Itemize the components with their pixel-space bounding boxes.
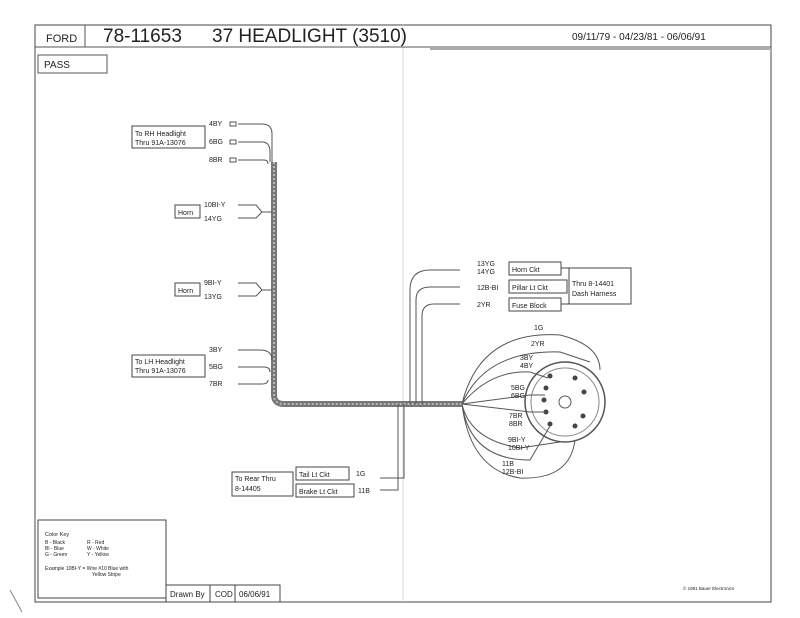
lh-headlight-box [131, 354, 206, 378]
color-key-title: Color Key [45, 532, 69, 538]
section-label: PASS [44, 60, 70, 71]
switch-wire-by-2: 4BY [520, 363, 534, 370]
switch-wire-bly-2: 10BI-Y [508, 445, 530, 452]
tail-ckt-label: Tail Lt Ckt [299, 472, 330, 479]
right-wire-pillar: 12B-BI [477, 285, 498, 292]
color-key-r2c1: Bl - Blue [45, 546, 64, 552]
revision-dates: 09/11/79 - 04/23/81 - 06/06/91 [572, 32, 706, 43]
tail-wire: 1G [356, 471, 365, 478]
harness-trunk [271, 162, 462, 407]
copyright: © 1991 Bauer Electronics [683, 585, 735, 591]
color-key-r1c2: R - Red [87, 540, 104, 546]
brake-ckt-box [295, 483, 355, 498]
horn-lower-wires [238, 282, 272, 297]
color-key-r3c2: Y - Yellow [87, 552, 109, 558]
harness-trunk-core [273, 162, 462, 405]
switch-wire-bly-1: 9BI-Y [508, 437, 526, 444]
pillar-ckt-label: Pillar Lt Ckt [512, 285, 548, 292]
switch-wire-br-2: 8BR [509, 421, 523, 428]
horn-lower-box [174, 282, 201, 297]
horn-lower-wire-2: 13YG [204, 294, 222, 301]
dash-harness-label: Dash Harness [572, 291, 617, 298]
margin-mark [9, 589, 23, 613]
switch-wire-by-1: 3BY [520, 355, 534, 362]
dash-harness-thru: Thru 8-14401 [572, 281, 614, 288]
rear-label: To Rear Thru [235, 476, 276, 483]
color-key-box [37, 519, 167, 599]
rear-box [231, 471, 294, 497]
right-fanout-wires [380, 269, 460, 491]
switch-wire-br-1: 7BR [509, 413, 523, 420]
tail-ckt-box [295, 466, 350, 481]
rh-headlight-label: To RH Headlight [135, 131, 186, 138]
horn-upper-label: Horn [178, 210, 193, 217]
fuse-block-label: Fuse Block [512, 303, 547, 310]
dash-harness-box [568, 267, 632, 305]
color-key-example: Example 10BI-Y = Wire #10 Blue with [45, 566, 129, 572]
make-label: FORD [46, 33, 77, 45]
color-key-r1c1: B - Black [45, 540, 66, 546]
switch-wire-b-2: 12B-BI [502, 469, 523, 476]
color-key-example-2: Yellow Stripe [92, 572, 121, 578]
brake-ckt-label: Brake Lt Ckt [299, 489, 338, 496]
dash-bracket [561, 267, 570, 305]
color-key-r2c2: W - White [87, 546, 109, 552]
rh-wires [238, 123, 273, 165]
switch-wire-b-1: 11B [502, 461, 514, 468]
switch-wire-bg-2: 6BG [511, 393, 525, 400]
headlight-switch [524, 361, 606, 443]
switch-wire-bg-1: 5BG [511, 385, 525, 392]
rh-connectors [229, 121, 237, 163]
right-wire-13yg: 13YG [477, 261, 495, 268]
rh-wire-3: 8BR [209, 157, 223, 164]
horn-ckt-label: Horn Ckt [512, 267, 540, 274]
lh-wires [238, 349, 273, 385]
horn-upper-wire-2: 14YG [204, 216, 222, 223]
lh-wire-1: 3BY [209, 347, 223, 354]
rh-wire-2: 6BG [209, 139, 223, 146]
switch-wire-ig: 1G [534, 325, 543, 332]
right-wire-14yg: 14YG [477, 269, 495, 276]
lh-headlight-label: To LH Headlight [135, 359, 185, 366]
horn-upper-box [174, 204, 201, 219]
drawn-by-date: 06/06/91 [239, 590, 271, 599]
rear-thru: 8-14405 [235, 486, 261, 493]
section-tab [37, 54, 108, 74]
lh-wire-3: 7BR [209, 381, 223, 388]
lh-wire-2: 5BG [209, 364, 223, 371]
rh-headlight-thru: Thru 91A-13076 [135, 140, 186, 147]
color-key-r3c1: G - Green [45, 552, 67, 558]
diagram-title: 37 HEADLIGHT (3510) [212, 26, 407, 47]
lh-headlight-thru: Thru 91A-13076 [135, 368, 186, 375]
drawn-by-label: Drawn By [170, 590, 205, 599]
pillar-ckt-box [508, 279, 568, 294]
horn-lower-label: Horn [178, 288, 193, 295]
brake-wire: 11B [358, 488, 370, 495]
rh-headlight-box [131, 125, 206, 149]
rh-wire-1: 4BY [209, 121, 223, 128]
switch-wire-yr: 2YR [531, 341, 545, 348]
horn-upper-wires [238, 204, 272, 219]
right-wire-fuse: 2YR [477, 302, 491, 309]
horn-lower-wire-1: 9BI-Y [204, 280, 222, 287]
drawn-by-box [165, 584, 281, 603]
drawn-by-initials: COD [215, 590, 233, 599]
horn-upper-wire-1: 10BI-Y [204, 202, 226, 209]
part-number: 78-11653 [103, 26, 182, 47]
switch-wire-loops [461, 334, 601, 479]
